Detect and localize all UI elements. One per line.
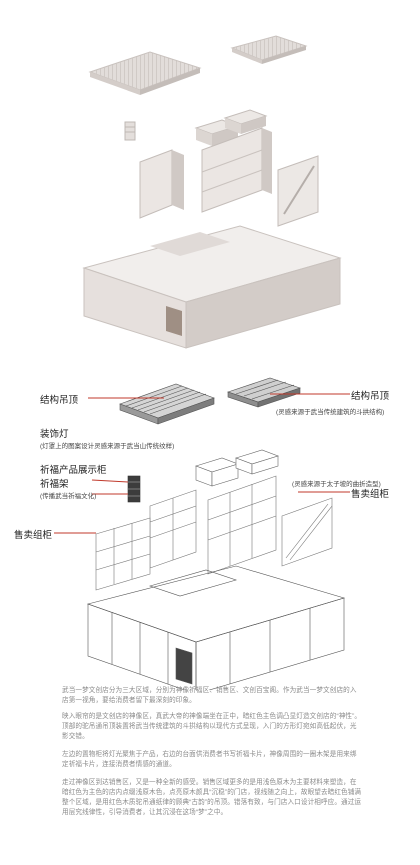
wire-ceiling-right xyxy=(227,377,301,408)
rendered-exploded-view xyxy=(82,35,342,349)
render-ceiling-right xyxy=(230,35,308,64)
note-ceiling-right: (灵感来源于武当传统建筑的斗拱结构) xyxy=(276,409,385,416)
note-lamp: (灯罩上的图案设计灵感来源于武当山传统纹样) xyxy=(40,443,175,450)
label-display-cabinet: 祈福产品展示柜 xyxy=(40,465,107,476)
paragraph-sales-area: 走过神像区到达销售区，又是一种全新的感受。销售区域更多的是用浅色原木为主要材料来… xyxy=(62,779,362,816)
label-lamp: 装饰灯 xyxy=(40,429,69,440)
wire-sales-cabinet-left xyxy=(95,517,151,591)
label-sales-cabinet-right: 售卖组柜 xyxy=(351,489,390,500)
note-blessing-rack: (传播武当祈福文化) xyxy=(40,493,97,500)
render-stair-panel xyxy=(277,155,319,227)
render-display-boxes xyxy=(194,109,268,146)
label-blessing-rack: 祈福架 xyxy=(40,479,69,490)
render-room xyxy=(82,225,342,349)
wire-room xyxy=(86,565,346,690)
paragraph-statue-area: 映入眼帘的是文创店的神像区，真武大帝的神像端坐在正中，暗红色主色调凸显灯造文创店… xyxy=(62,713,362,740)
paragraph-intro: 武当一梦文创店分为三大区域，分别为神像祈福区、销售区、文创百宝阁。作为武当一梦文… xyxy=(62,687,357,704)
wire-stair xyxy=(281,497,333,567)
wire-shelves xyxy=(149,475,277,575)
render-ceiling-left xyxy=(88,51,202,95)
paragraph-shelves: 左边的置物柜将灯光聚焦于产品，右边的台面供消费者书写祈福卡片，神像周围的一圈木架… xyxy=(62,751,357,768)
render-shelves xyxy=(139,127,272,219)
label-sales-cabinet-left: 售卖组柜 xyxy=(14,530,53,541)
wire-ceiling-left xyxy=(119,383,215,425)
label-ceiling-left: 结构吊顶 xyxy=(40,395,79,406)
wire-lamp xyxy=(127,475,141,503)
render-lamp xyxy=(124,121,136,141)
wire-display-boxes xyxy=(195,449,279,487)
leader-lines xyxy=(54,393,350,534)
note-stair: (灵感来源于太子坡的曲折造型) xyxy=(292,481,381,488)
label-ceiling-right: 结构吊顶 xyxy=(351,391,390,402)
wireframe-exploded-view xyxy=(54,377,350,690)
